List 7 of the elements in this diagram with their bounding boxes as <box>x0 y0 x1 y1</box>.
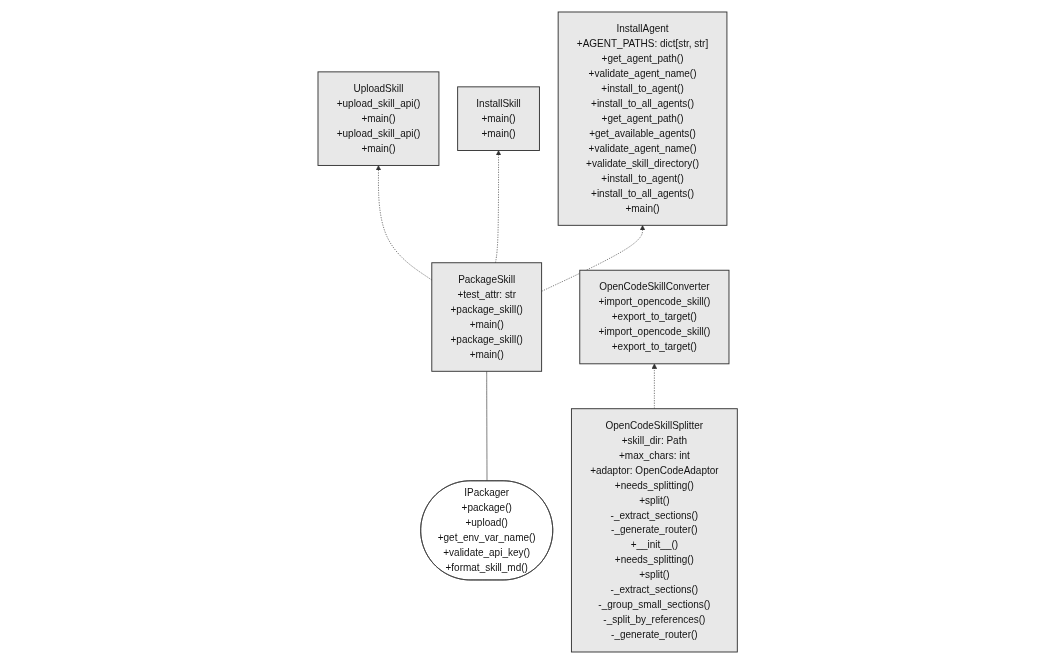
node-box: InstallSkill +main() +main() <box>457 86 541 151</box>
node-box: InstallAgent +AGENT_PATHS: dict[str, str] +get_agent_path() +validate_agent_name() +install_to_agent() +install_to_all_agents() +get_agent_path() +get_available_agents() +validate_agent_name() +validate_skill_directory() +install_to_agent() +install_to_all_agents() +main() <box>558 11 728 226</box>
node-box: OpenCodeSkillSplitter +skill_dir: Path +max_chars: int +adaptor: OpenCodeAdaptor +needs_splitting() +split() -_extract_sections() -_generate_router() +__init__() +needs_splitting() +split() -_extract_sections() -_group_small_sections() -_split_by_references() -_generate_router() <box>571 408 739 653</box>
node-box: PackageSkill +test_attr: str +package_skill() +main() +package_skill() +main() <box>431 262 543 372</box>
node-box: UploadSkill +upload_skill_api() +main() +upload_skill_api() +main() <box>317 71 440 166</box>
node-box: OpenCodeSkillConverter +import_opencode_skill() +export_to_target() +import_opencode_skill() +export_to_target() <box>579 269 730 365</box>
connector <box>486 371 488 482</box>
